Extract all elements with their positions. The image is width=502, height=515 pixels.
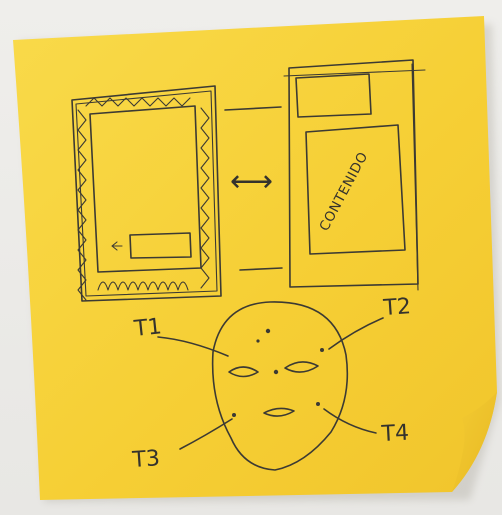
nose-dot [274,370,278,374]
zone-label-t2: T2 [382,294,412,321]
cheek-dot-left [232,413,236,417]
zone-label-t1: T1 [132,314,163,342]
cheek-dot-right [320,348,324,352]
forehead-dot [266,329,270,333]
sticky-note [13,16,497,500]
zone-label-t4: T4 [380,421,410,447]
double-arrow-icon: ⟷ [230,164,273,199]
zone-label-t3: T3 [131,446,161,473]
jaw-dot-right [316,402,320,406]
